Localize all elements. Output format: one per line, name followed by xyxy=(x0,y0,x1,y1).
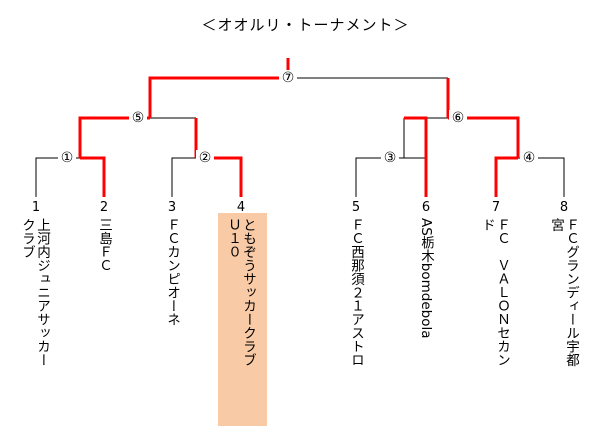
team8-name: ＦＣグランディール宇都 宮 xyxy=(548,218,579,367)
team3-name: ＦＣカンピオーネ xyxy=(164,218,180,326)
team4-number: 4 xyxy=(236,200,246,215)
match-7-label: ⑦ xyxy=(279,70,297,86)
match-5-label: ⑤ xyxy=(129,110,147,126)
team7-number: 7 xyxy=(491,200,501,215)
win-m5 xyxy=(148,76,288,118)
team5-number: 5 xyxy=(351,200,361,215)
win-m3 xyxy=(404,116,428,158)
match-2-label: ② xyxy=(196,150,214,166)
win-m4 xyxy=(448,116,520,158)
round1-lines xyxy=(35,77,565,197)
match-1-label: ① xyxy=(58,150,76,166)
match-3-label: ③ xyxy=(381,150,399,166)
match-4-label: ④ xyxy=(520,150,538,166)
team4-highlight xyxy=(218,213,267,426)
team3-number: 3 xyxy=(167,200,177,215)
page-title: ＜オオルリ・トーナメント＞ xyxy=(201,16,410,34)
winner-lines xyxy=(78,58,520,197)
line-team5 xyxy=(355,157,426,197)
team7-name: ＦＣ ＶＡＬＯＮセカン ド xyxy=(479,218,510,367)
win-team2 xyxy=(80,156,106,197)
team4-name: ともぞうサッカークラブ Ｕ１０ xyxy=(225,218,256,367)
team1-number: 1 xyxy=(31,200,41,215)
team6-name: AS栃木bomdebola xyxy=(418,218,434,339)
line-team3 xyxy=(171,157,196,197)
team2-number: 2 xyxy=(99,200,109,215)
team8-number: 8 xyxy=(559,200,569,215)
team5-name: ＦＣ西那須２１アストロ xyxy=(348,218,364,367)
team1-name: 上河内ジュニアサッカー クラブ xyxy=(19,218,50,367)
win-team7 xyxy=(494,156,518,197)
win-m1 xyxy=(78,116,150,158)
team2-name: 三島ＦＣ xyxy=(96,218,112,272)
match-6-label: ⑥ xyxy=(449,110,467,126)
team6-number: 6 xyxy=(421,200,431,215)
